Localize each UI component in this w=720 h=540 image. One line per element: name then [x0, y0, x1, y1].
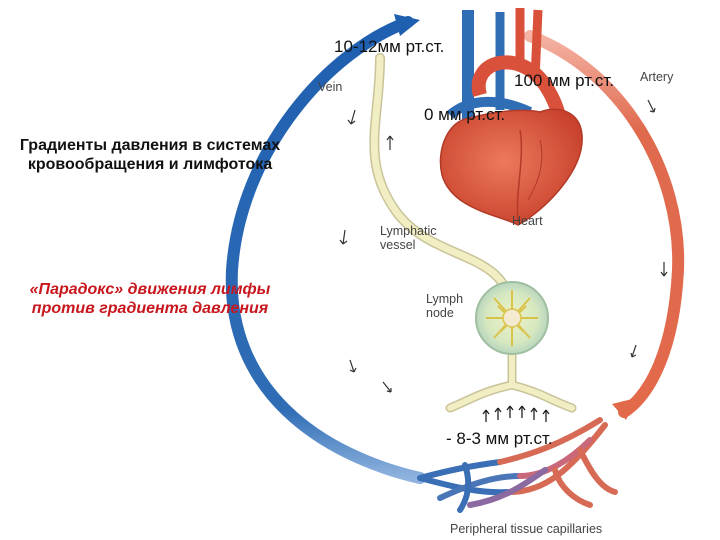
label-lymph-node: Lymph node: [426, 292, 463, 321]
label-lymphatic-line1: Lymphatic: [380, 224, 437, 238]
label-lymph-line2: node: [426, 306, 454, 321]
flow-arrows: [339, 99, 668, 393]
capillary-bed: [417, 417, 618, 513]
pressure-right-atrium: 0 мм рт.ст.: [424, 105, 506, 124]
lymph-node: [475, 281, 549, 355]
pressure-vein-top: 10-12мм рт.ст.: [334, 37, 445, 56]
artery-arrowhead: [612, 398, 636, 420]
label-capillaries: Peripheral tissue capillaries: [450, 522, 603, 536]
label-vein: Vein: [318, 80, 343, 94]
label-lymphatic-vessel: Lymphatic vessel: [380, 224, 437, 253]
label-lymphatic-line2: vessel: [380, 238, 416, 253]
lymph-uptake-arrows: [482, 405, 550, 422]
vein-arrowhead: [394, 14, 420, 36]
label-heart: Heart: [512, 214, 543, 228]
paradox-text: «Парадокс» движения лимфы против градиен…: [29, 281, 271, 318]
pressure-tissue: - 8-3 мм рт.ст.: [446, 429, 553, 448]
artery-loop: [524, 30, 685, 418]
label-artery: Artery: [640, 70, 674, 84]
label-lymph-line1: Lymph: [426, 292, 464, 306]
heart: [439, 108, 583, 226]
pressure-artery-top: 100 мм рт.ст.: [514, 71, 615, 90]
great-vessels: [446, 8, 567, 126]
vein-loop: [225, 16, 426, 484]
heading-pressure-gradients: Градиенты давления в системах кровообращ…: [19, 137, 281, 174]
